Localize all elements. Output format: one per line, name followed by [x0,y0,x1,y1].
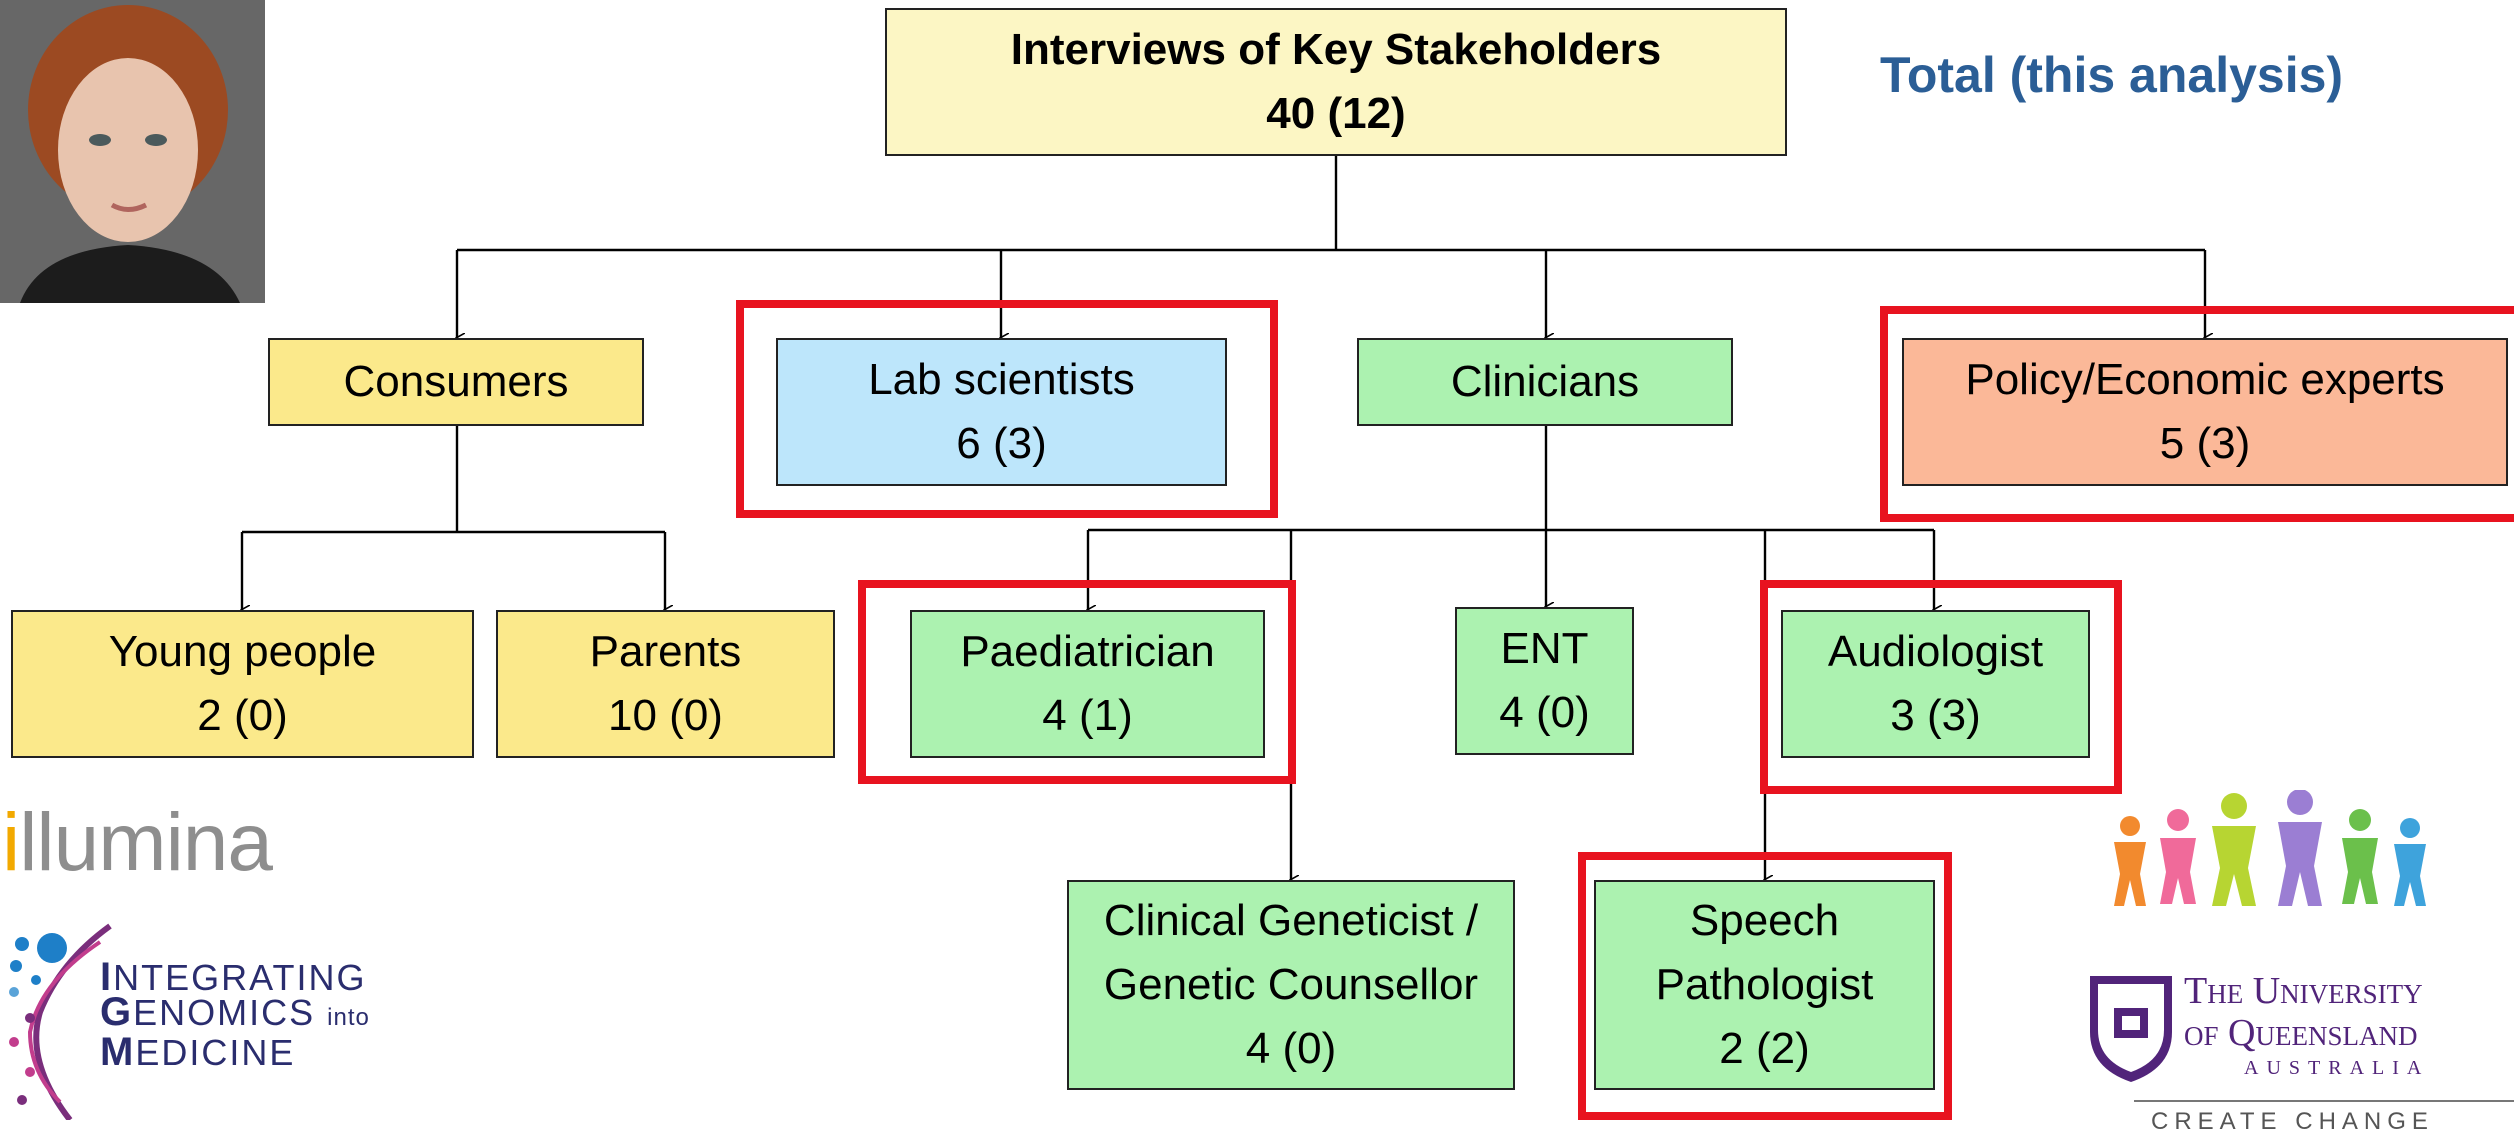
root-count: 40 (12) [1266,89,1406,138]
ent-box: ENT 4 (0) [1455,607,1634,755]
geneticist-count: 4 (0) [1245,1024,1337,1073]
lab-scientists-count: 6 (3) [956,419,1047,468]
speech-box: Speech Pathologist 2 (2) [1594,880,1935,1090]
audiologist-box: Audiologist 3 (3) [1781,610,2090,758]
paediatrician-count: 4 (1) [1042,691,1133,740]
highlight-policy [1880,306,2514,522]
igm-initial-m: M [100,1030,136,1074]
igm-into: into [327,1004,370,1031]
presenter-photo [0,0,265,303]
young-people-box: Young people 2 (0) [11,610,474,758]
uq-name-line1: The University [2184,970,2423,1012]
paediatrician-label: Paediatrician [960,627,1215,676]
igm-logo: INTEGRATING GENOMICS into MEDICINE [0,922,420,1120]
uq-country: AUSTRALIA [2244,1057,2430,1079]
speech-line1: Speech [1689,896,1840,945]
igm-initial-g: G [100,990,134,1034]
parents-box: Parents 10 (0) [496,610,835,758]
dna-icon [9,923,112,1120]
parents-label: Parents [589,627,742,676]
paediatrician-box: Paediatrician 4 (1) [910,610,1265,758]
root-title: Interviews of Key Stakeholders [1010,25,1662,74]
ent-label: ENT [1500,624,1589,673]
speech-count: 2 (2) [1719,1024,1810,1073]
geneticist-line1: Clinical Geneticist / [1103,896,1479,945]
clinicians-label: Clinicians [1450,357,1640,406]
geneticist-box: Clinical Geneticist / Genetic Counsellor… [1067,880,1515,1090]
lab-scientists-box: Lab scientists 6 (3) [776,338,1227,486]
uq-tagline: CREATE CHANGE [2151,1108,2434,1135]
clinicians-box: Clinicians [1357,338,1733,426]
igm-line2: ENOMICS [133,992,316,1033]
audiologist-count: 3 (3) [1890,691,1981,740]
root-box: Interviews of Key Stakeholders 40 (12) [885,8,1787,156]
lab-scientists-label: Lab scientists [868,355,1135,404]
young-people-count: 2 (0) [197,691,288,740]
igm-line1: NTEGRATING [113,957,367,998]
young-people-label: Young people [108,627,377,676]
highlight-speech [1578,852,1952,1120]
speech-line2: Pathologist [1655,960,1874,1009]
geneticist-line2: Genetic Counsellor [1103,960,1479,1009]
consumers-box: Consumers [268,338,644,426]
uq-name-line2: of Queensland [2184,1012,2418,1054]
illumina-logo: iilluminallumina [2,797,273,888]
igm-initial-i: I [100,955,114,999]
policy-count: 5 (3) [2159,419,2251,468]
total-legend: Total (this analysis) [1880,47,2344,103]
highlight-paediatrician [858,580,1296,784]
uq-crest-icon [2090,976,2172,1082]
ent-count: 4 (0) [1499,688,1590,737]
parents-count: 10 (0) [608,691,723,740]
highlight-lab-scientists [736,300,1278,518]
policy-box: Policy/Economic experts 5 (3) [1902,338,2508,486]
highlight-audiologist [1760,580,2122,794]
audiologist-label: Audiologist [1827,627,2044,676]
children-figures-icon [2114,790,2426,906]
igm-line3: EDICINE [135,1032,296,1073]
policy-label: Policy/Economic experts [1965,355,2445,404]
uq-logo: The University of Queensland AUSTRALIA C… [2086,970,2514,1135]
consumers-label: Consumers [343,357,569,406]
